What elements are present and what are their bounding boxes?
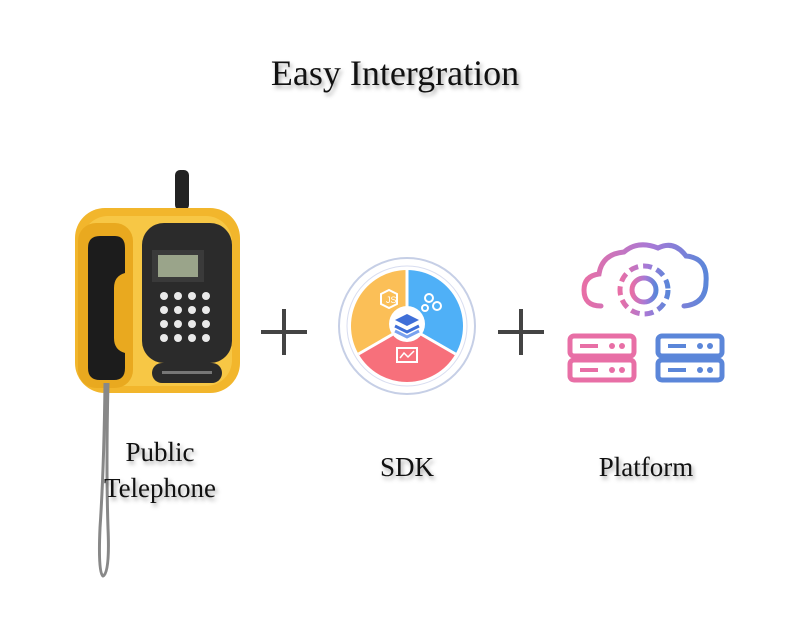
page-title: Easy Intergration bbox=[0, 52, 790, 94]
sdk-icon: JS bbox=[337, 256, 477, 396]
svg-text:JS: JS bbox=[386, 295, 397, 305]
plus-icon bbox=[498, 309, 544, 355]
plus-icon bbox=[261, 309, 307, 355]
public-telephone-icon bbox=[70, 168, 250, 578]
sdk-label: SDK bbox=[337, 449, 477, 485]
public-telephone-label-line2: Telephone bbox=[85, 470, 235, 506]
public-telephone-label-line1: Public bbox=[85, 434, 235, 470]
public-telephone-label: Public Telephone bbox=[85, 434, 235, 506]
platform-label: Platform bbox=[566, 449, 726, 485]
cloud-platform-icon bbox=[566, 238, 726, 388]
